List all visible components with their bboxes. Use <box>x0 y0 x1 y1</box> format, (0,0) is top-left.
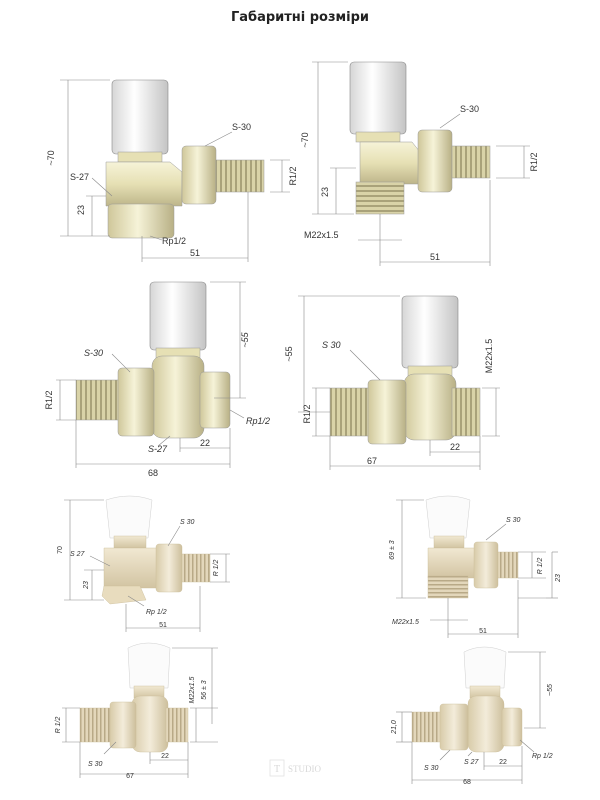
drawing-angle-valve-2: ~70 23 S-30 R1/2 M22x1.5 51 <box>300 61 539 266</box>
label-thread-bottom: M22x1.5 <box>304 230 339 240</box>
dim-height: ~70 <box>46 150 56 165</box>
dim-height: ~55 <box>284 346 294 361</box>
valve-illustration <box>425 495 519 599</box>
dim-23: 23 <box>555 574 562 583</box>
dim-height: 70 <box>57 546 64 554</box>
dim-22: 22 <box>161 753 169 760</box>
photo-angle-valve-1: 70 23 S 30 S 27 R 1/2 Rp 1/2 51 <box>57 495 230 632</box>
label-thread-bottom: M22x1.5 <box>392 619 419 626</box>
label-nut-s30: S-30 <box>460 104 479 114</box>
dim-22: 22 <box>450 442 460 452</box>
dim-width: 68 <box>463 779 471 786</box>
dim-22: 22 <box>200 438 210 448</box>
label-nut-s30: S-30 <box>232 122 251 132</box>
photo-angle-valve-2: 69 ± 3 S 30 R 1/2 23 M22x1.5 51 <box>389 495 562 638</box>
photo-straight-valve-2: ~55 21,0 Rp 1/2 S 30 S 27 22 68 <box>391 646 554 786</box>
label-nut-s27: S 27 <box>70 551 86 558</box>
valve-illustration <box>101 495 211 605</box>
valve-illustration <box>411 646 523 753</box>
label-nut-s27: S 27 <box>464 759 480 766</box>
dim-width: 51 <box>430 252 440 262</box>
label-thread: R1/2 <box>288 166 298 185</box>
dim-23: 23 <box>83 581 90 590</box>
watermark-logo: T STUDIO <box>269 759 321 777</box>
label-nut-s30: S 30 <box>506 517 521 524</box>
dim-width: 67 <box>126 773 134 780</box>
dim-width: 51 <box>190 248 200 258</box>
valve-illustration <box>79 642 189 753</box>
label-thread-left: R 1/2 <box>55 717 62 734</box>
valve-illustration <box>329 295 481 445</box>
label-nut-s27: S-27 <box>70 172 89 182</box>
dim-height: 69 ± 3 <box>389 540 396 560</box>
dim-height: ~55 <box>547 684 554 696</box>
label-nut-s30: S-30 <box>84 348 103 358</box>
dim-21: 21,0 <box>391 720 398 735</box>
dim-width: 68 <box>148 468 158 478</box>
valve-illustration <box>105 79 265 239</box>
dim-width: 67 <box>367 456 377 466</box>
label-nut-s30: S 30 <box>424 765 439 772</box>
label-nut-s27: S-27 <box>148 444 168 454</box>
svg-text:T: T <box>274 764 280 775</box>
label-rp: Rp 1/2 <box>146 609 167 616</box>
dim-height: 56 ± 3 <box>201 680 208 700</box>
dim-23: 23 <box>76 205 86 215</box>
dim-width: 51 <box>159 622 167 629</box>
label-rp: Rp1/2 <box>246 416 270 426</box>
dim-height: ~55 <box>240 331 250 347</box>
label-thread-top: M22x1.5 <box>189 676 196 703</box>
dim-width: 51 <box>479 628 487 635</box>
watermark-text: STUDIO <box>288 764 321 774</box>
label-thread: R 1/2 <box>537 558 544 575</box>
valve-illustration <box>349 61 491 215</box>
label-thread-right: R1/2 <box>529 152 539 171</box>
photo-straight-valve-1: R 1/2 M22x1.5 56 ± 3 S 30 22 67 <box>55 642 218 780</box>
drawing-straight-valve-1: R1/2 ~55 S-30 S-27 Rp1/2 22 68 <box>44 281 270 478</box>
dim-22: 22 <box>499 759 507 766</box>
valve-illustration <box>75 281 231 439</box>
label-rp: Rp 1/2 <box>532 753 553 760</box>
label-thread-right: M22x1.5 <box>484 339 494 374</box>
label-thread-left: R1/2 <box>302 404 312 423</box>
dim-23: 23 <box>320 187 330 197</box>
dim-height: ~70 <box>300 132 310 147</box>
drawing-angle-valve-1: ~70 23 S-30 S-27 R1/2 Rp1/2 51 <box>46 79 298 262</box>
label-rp: Rp1/2 <box>162 236 186 246</box>
page-title: Габаритні розміри <box>230 10 370 25</box>
label-thread-left: R1/2 <box>44 390 54 409</box>
label-nut-s30: S 30 <box>88 761 103 768</box>
label-nut-s30: S 30 <box>180 519 195 526</box>
label-nut-s30: S 30 <box>322 340 341 350</box>
drawing-straight-valve-2: ~55 R1/2 M22x1.5 S 30 22 67 <box>284 295 500 470</box>
label-thread: R 1/2 <box>213 560 220 577</box>
